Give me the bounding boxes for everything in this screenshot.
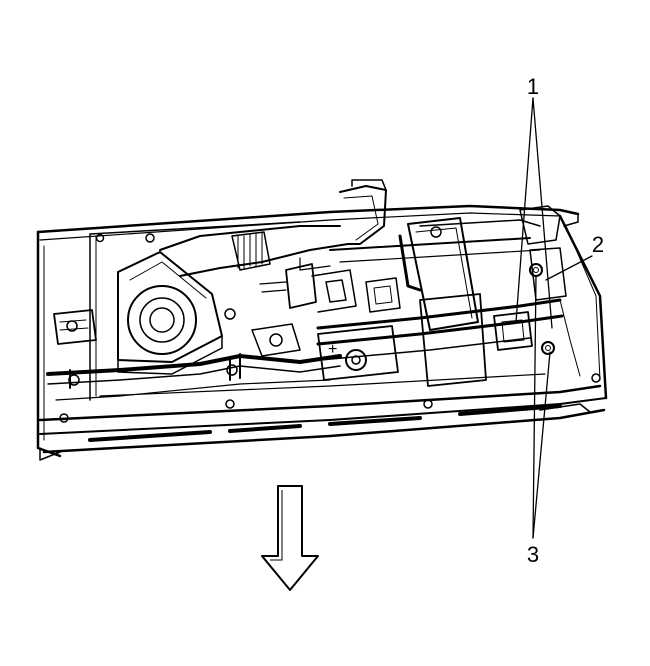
mounting-bracket [398, 217, 487, 387]
blower-motor [117, 251, 223, 375]
leader-3b [532, 351, 551, 539]
inner-frame [89, 219, 546, 401]
left-connector [53, 309, 97, 345]
tray-assembly [36, 204, 608, 461]
callout-2: 2 [592, 232, 604, 257]
leader-1b [532, 97, 553, 329]
leader-3a [532, 275, 537, 539]
wire-harness [46, 353, 342, 401]
down-arrow-icon [261, 485, 319, 591]
refrigerant-lines [316, 237, 564, 361]
terminal-block: + [317, 325, 399, 381]
leader-1a [515, 97, 534, 323]
valve-cluster [251, 257, 401, 357]
leader-lines [515, 97, 593, 539]
callout-3: 3 [527, 542, 539, 567]
air-duct [159, 179, 387, 277]
svg-text:+: + [328, 341, 337, 358]
fastener-nut-lower [541, 341, 555, 355]
callout-1: 1 [527, 74, 539, 99]
leader-2 [545, 255, 593, 281]
